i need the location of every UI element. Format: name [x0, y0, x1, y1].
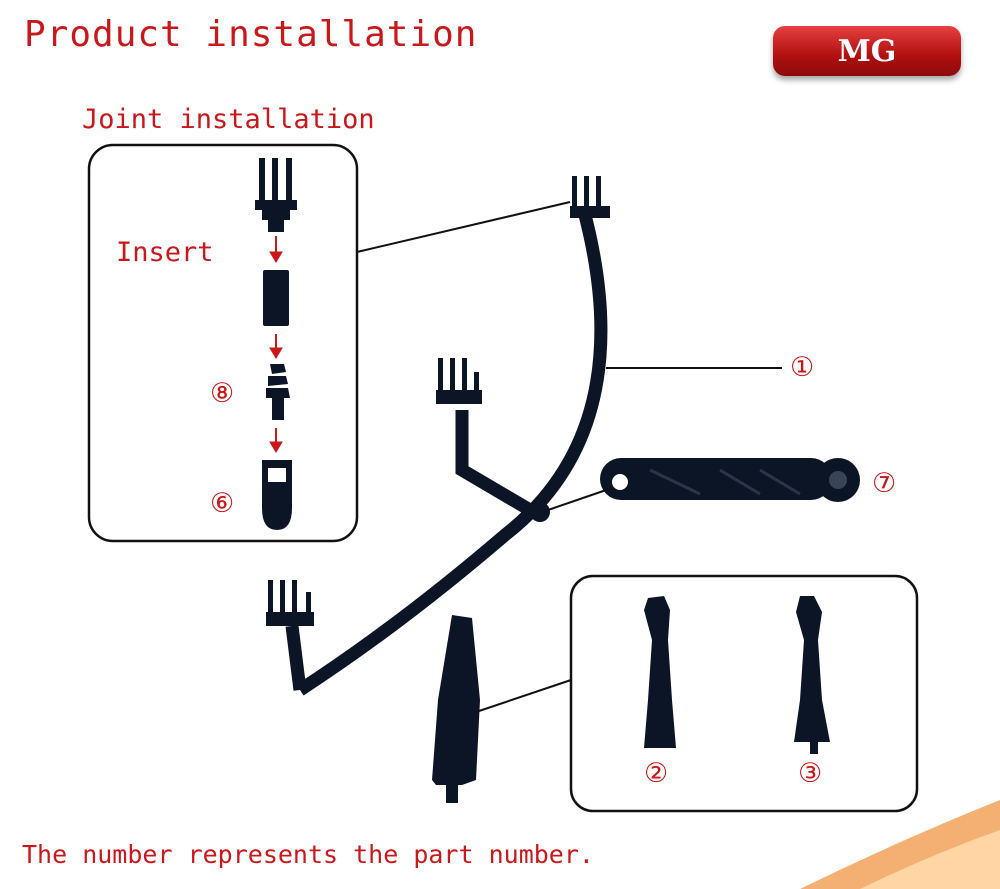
arrow-down-1: [269, 236, 283, 263]
joint-pin-part-8: [266, 364, 290, 420]
bar-part-7: [600, 458, 860, 502]
part-2-piece: [644, 596, 676, 748]
joint-fork-part: [255, 158, 297, 232]
joint-installation-title: Joint installation: [82, 104, 375, 135]
insert-label: Insert: [116, 237, 214, 268]
part-number-3: ③: [798, 758, 823, 789]
arrow-down-3: [269, 428, 283, 453]
leader-parts-2-3: [475, 679, 572, 713]
part-number-8: ⑧: [210, 378, 235, 409]
part-number-7: ⑦: [872, 468, 897, 499]
part-3-piece: [794, 596, 830, 754]
main-arm-part-1: [296, 213, 608, 696]
lower-left-arm: [285, 625, 307, 691]
joint-installation-box: [87, 143, 359, 543]
arrow-down-2: [269, 334, 283, 359]
joint-cap-part-6: [262, 460, 292, 530]
base-post-pin: [446, 785, 458, 803]
parts-2-3-box: [569, 574, 919, 813]
leader-joint: [356, 201, 571, 253]
part-number-6: ⑥: [210, 488, 235, 519]
page-title: Product installation: [24, 14, 478, 55]
joint-block-part: [263, 270, 289, 326]
middle-fork: [436, 358, 482, 404]
central-pivot: [530, 502, 550, 522]
footer-note: The number represents the part number.: [22, 840, 594, 869]
brand-badge: MG: [773, 26, 961, 76]
leader-part-7: [547, 487, 613, 511]
part-number-2: ②: [644, 758, 669, 789]
middle-branch-arm: [455, 410, 534, 516]
top-fork: [570, 176, 610, 218]
base-post: [432, 615, 480, 785]
part-number-1: ①: [790, 352, 815, 383]
lower-left-fork: [266, 580, 314, 626]
decorative-swoosh-highlight: [860, 830, 1000, 889]
